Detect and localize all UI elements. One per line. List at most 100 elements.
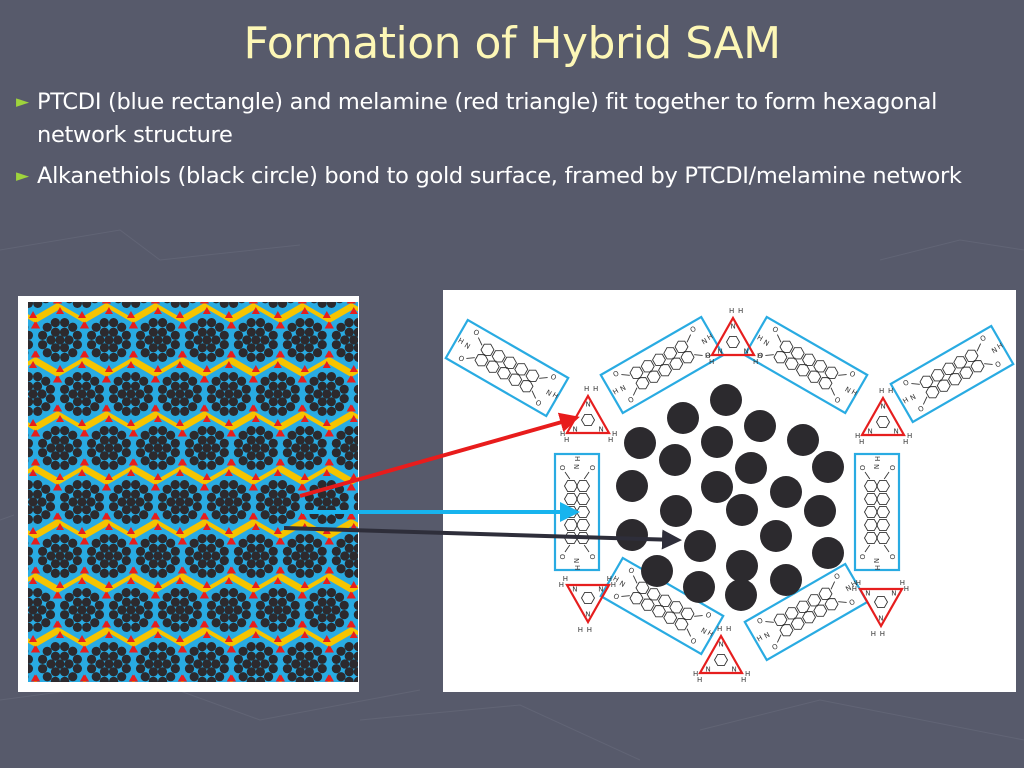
melamine-triangle (128, 674, 137, 682)
oxygen-label: O (612, 369, 621, 379)
melamine-triangle (199, 591, 208, 599)
melamine-triangle (78, 311, 86, 318)
nitrogen-label: N (731, 323, 736, 331)
alkanethiol-circle (641, 555, 673, 587)
melamine-triangle (78, 577, 86, 584)
ptcdi-hex-cell (300, 302, 353, 317)
melamine-triangle (104, 523, 113, 530)
nitrogen-label: N (699, 626, 708, 636)
hydrogen-label: H (706, 332, 715, 342)
melamine-triangle (202, 415, 211, 422)
oxygen-label: O (994, 360, 1003, 370)
hydrogen-label: H (726, 625, 731, 633)
melamine-triangle (150, 620, 159, 628)
nitrogen-label: N (909, 393, 918, 403)
hydrogen-label: H (584, 385, 589, 393)
melamine-triangle (30, 566, 39, 574)
melamine-triangle (202, 473, 211, 480)
melamine-triangle (273, 311, 282, 318)
melamine-triangle (101, 512, 110, 520)
melamine-triangle (29, 469, 38, 476)
melamine-triangle (126, 419, 135, 426)
alkanethiol-cluster (86, 642, 131, 682)
hydrogen-label: H (608, 436, 613, 444)
melamine-triangle (29, 577, 38, 584)
hydrogen-label: H (855, 432, 860, 440)
melamine-triangle (324, 645, 333, 653)
melamine-triangle (297, 375, 306, 383)
melamine-triangle (300, 307, 309, 314)
melamine-triangle (248, 483, 257, 491)
alkanethiol-cluster (108, 372, 153, 416)
hydrogen-label: H (611, 580, 616, 588)
alkanethiol-circle (812, 451, 844, 483)
nitrogen-label: N (868, 428, 873, 436)
melamine-triangle (322, 577, 331, 584)
melamine-triangle (52, 375, 61, 383)
melamine-triangle (78, 419, 86, 426)
melamine-triangle (175, 469, 184, 476)
melamine-triangle (153, 365, 162, 372)
alkanethiol-cluster (282, 642, 327, 682)
alkanethiol-cluster (135, 534, 180, 578)
melamine-triangle (324, 321, 333, 329)
melamine-triangle (199, 512, 208, 520)
melamine-triangle (273, 361, 282, 368)
hydrogen-label: H (880, 629, 885, 637)
hydrogen-label: H (757, 352, 762, 360)
alkanethiol-cluster (616, 384, 844, 611)
alkanethiol-circle (624, 427, 656, 459)
melamine-triangle (177, 674, 186, 682)
oxygen-label: O (627, 566, 636, 576)
oxygen-label: O (704, 611, 713, 621)
melamine-triangle (199, 620, 208, 628)
melamine-triangle (175, 635, 184, 642)
nitrogen-label: N (599, 426, 604, 434)
melamine-triangle (79, 645, 88, 653)
nitrogen-label: N (572, 464, 580, 469)
nitrogen-label: N (572, 585, 577, 593)
melamine-triangle (79, 350, 88, 358)
hydrogen-label: H (902, 396, 911, 406)
oxygen-label: O (704, 351, 713, 361)
nitrogen-label: N (844, 584, 853, 594)
hydrogen-label: H (607, 574, 612, 582)
alkanethiol-cluster (206, 372, 251, 416)
melamine-triangle (128, 458, 137, 466)
alkanethiol-cluster (255, 588, 300, 632)
bullet-text: Alkanethiols (black circle) bond to gold… (37, 163, 962, 189)
melamine-triangle (349, 307, 358, 314)
melamine-triangle (226, 566, 235, 574)
alkanethiol-cluster (233, 534, 278, 578)
melamine-triangle (101, 620, 110, 628)
oxygen-label: O (858, 465, 866, 471)
oxygen-label: O (558, 554, 566, 560)
hydrogen-label: H (753, 358, 758, 366)
hydrogen-label: H (907, 432, 912, 440)
melamine-triangle (78, 469, 86, 476)
melamine-triangle (275, 537, 284, 545)
melamine-triangle (30, 350, 39, 358)
ptcdi-hex-cell (104, 302, 157, 317)
melamine-triangle (349, 365, 358, 372)
melamine-triangle (79, 429, 88, 437)
melamine-triangle (56, 523, 64, 530)
ptcdi-hex-cell (348, 589, 358, 631)
hydrogen-label: H (729, 307, 734, 315)
hydrogen-label: H (904, 584, 909, 592)
melamine-triangle (224, 469, 233, 476)
oxygen-label: O (771, 642, 780, 652)
nitrogen-label: N (573, 426, 578, 434)
hydrogen-label: H (856, 578, 861, 586)
alkanethiol-circle (660, 495, 692, 527)
melamine-triangle (248, 512, 257, 520)
alkanethiol-cluster (157, 480, 202, 524)
alkanethiol-cluster (157, 372, 202, 416)
melamine-triangle (297, 302, 306, 304)
alkanethiol-cluster (304, 372, 349, 416)
alkanethiol-cluster (28, 649, 34, 679)
alkanethiol-cluster (108, 588, 153, 632)
oxygen-label: O (689, 325, 698, 335)
alkanethiol-circle (770, 476, 802, 508)
